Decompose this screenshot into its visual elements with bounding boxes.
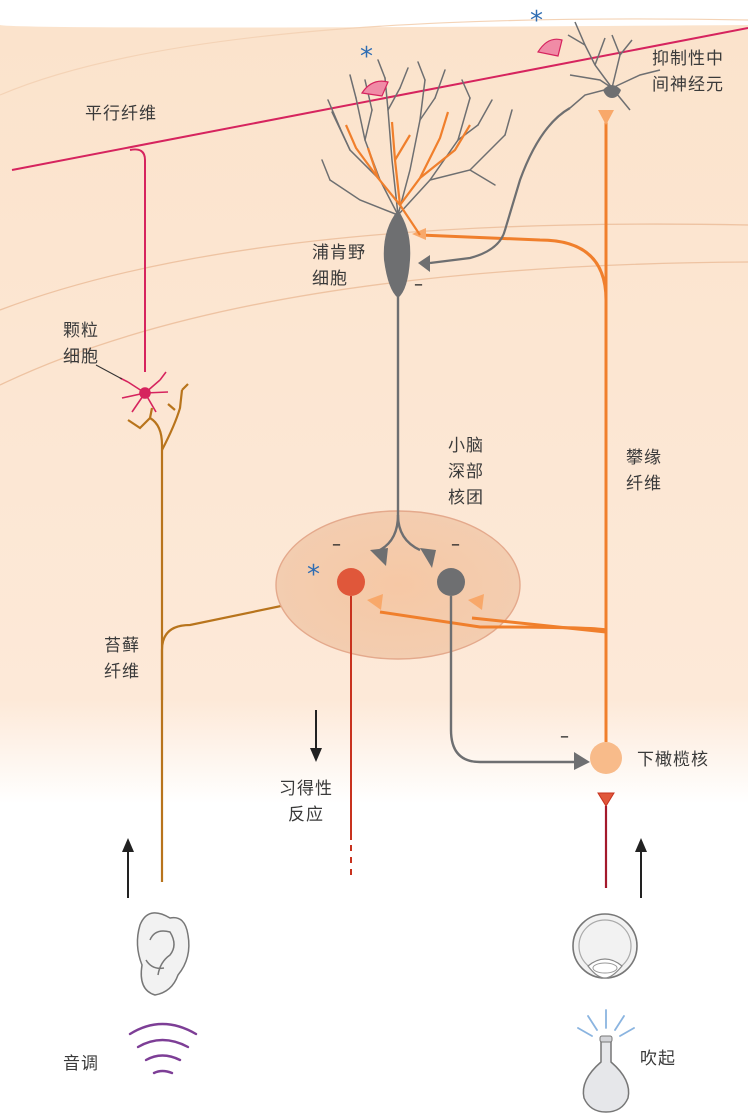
ear-icon [136, 912, 190, 996]
learned-response-label-line1: 习得性 [279, 779, 333, 799]
plasticity-star-nucleus: * [307, 560, 320, 590]
climbing-fiber [379, 118, 608, 742]
parallel-fiber-synapse-interneuron [537, 38, 563, 57]
mossy-fiber-label-line1: 苔藓 [104, 636, 140, 656]
parallel-fiber-synapse-purkinje [360, 80, 389, 97]
purkinje-cell [370, 210, 436, 568]
deep-nuclei-label-line3: 核团 [448, 488, 484, 508]
deep-nuclei-label-line1: 小脑 [448, 436, 484, 456]
climbing-fiber-label: 攀缘 纤维 [626, 445, 662, 497]
inferior-olive-label: 下橄榄核 [637, 750, 709, 770]
deep-nucleus-neuron-inhibitory [437, 568, 465, 596]
inhibitory-mark-nucleus-left: – [332, 534, 341, 555]
sound-wave-icon [128, 1022, 198, 1075]
olive-input-terminal [597, 792, 615, 807]
mossy-fiber-label: 苔藓 纤维 [104, 633, 140, 685]
purkinje-cell-label-line1: 浦肯野 [312, 243, 366, 263]
air-puff-label: 吹起 [640, 1049, 676, 1069]
parallel-fiber-label: 平行纤维 [85, 104, 157, 124]
down-arrow-icon [310, 710, 322, 762]
inhibitory-mark-nucleus-right: – [451, 534, 460, 555]
granule-cell-label: 颗粒 细胞 [63, 318, 99, 370]
granule-cell-label-line1: 颗粒 [63, 321, 99, 341]
inhibitory-mark-purkinje: – [414, 274, 423, 295]
eye-icon [572, 913, 638, 979]
plasticity-star-interneuron: * [530, 6, 543, 36]
deep-nuclei-label-line2: 深部 [448, 462, 484, 482]
purkinje-cell-label: 浦肯野 细胞 [312, 240, 366, 292]
tone-label: 音调 [63, 1054, 99, 1074]
interneuron-soma [603, 85, 621, 98]
nucleo-olivary-axon [449, 596, 575, 764]
deep-nuclei-label: 小脑 深部 核团 [448, 433, 484, 511]
inhibitory-interneuron-label-line1: 抑制性中 [652, 49, 724, 69]
climbing-fiber-on-dendrites [344, 111, 471, 236]
plasticity-star-purkinje: * [360, 42, 373, 72]
inhibitory-interneuron-label: 抑制性中 间神经元 [652, 46, 724, 98]
nucleo-olivary-terminal [574, 752, 590, 770]
parallel-fiber [11, 27, 748, 372]
up-arrow-icon [635, 838, 647, 898]
inhibitory-mark-olive: – [560, 726, 569, 747]
purkinje-dendrites [321, 59, 513, 216]
learned-response-label-line2: 反应 [288, 805, 324, 825]
air-puff-bulb-icon [577, 1009, 635, 1113]
climbing-fiber-label-line1: 攀缘 [626, 448, 662, 468]
purkinje-cell-label-line2: 细胞 [312, 269, 348, 289]
inhibitory-interneuron-label-line2: 间神经元 [652, 75, 724, 95]
inferior-olive-neuron [590, 742, 622, 774]
mossy-fiber-label-line2: 纤维 [104, 662, 140, 682]
deep-nucleus-neuron-active [337, 568, 365, 596]
learned-response-label: 习得性 反应 [279, 776, 333, 828]
granule-cell-label-line2: 细胞 [63, 347, 99, 367]
climbing-fiber-label-line2: 纤维 [626, 474, 662, 494]
up-arrow-icon [122, 838, 134, 898]
interneuron-terminal [418, 255, 430, 272]
